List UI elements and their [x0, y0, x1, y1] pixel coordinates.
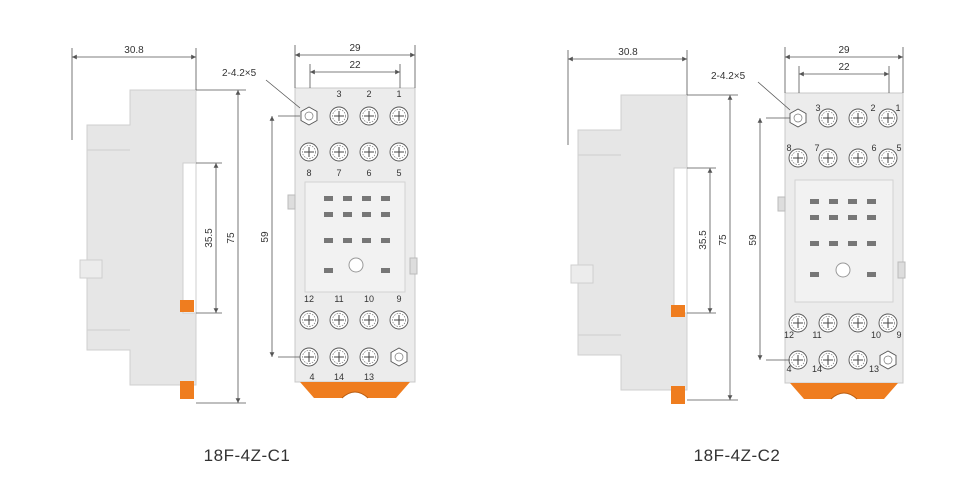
pin-label: 14	[334, 372, 344, 382]
dim-width-outer: 29	[349, 43, 361, 54]
pin-label: 13	[869, 364, 879, 374]
pin-label: 5	[896, 143, 901, 153]
pin-label: 9	[396, 294, 401, 304]
side-view	[79, 89, 197, 399]
pin-label: 13	[364, 372, 374, 382]
pin-label: 6	[871, 143, 876, 153]
model-caption: 18F-4Z-C1	[204, 446, 291, 465]
pin-label: 7	[336, 168, 341, 178]
pin-label: 1	[396, 89, 401, 99]
pin-label: 14	[812, 364, 822, 374]
pin-label: 3	[336, 89, 341, 99]
pin-label: 10	[871, 330, 881, 340]
pin-label: 2	[366, 89, 371, 99]
pin-label: 7	[814, 143, 819, 153]
pin-label: 3	[815, 103, 820, 113]
pin-label: 5	[396, 168, 401, 178]
dim-pitch: 59	[748, 234, 759, 246]
dim-width-inner: 22	[838, 62, 850, 73]
dim-height: 75	[718, 234, 729, 246]
pin-label: 11	[334, 294, 343, 304]
front-view	[777, 92, 906, 400]
diagram-c1: 30.8 35.5 75	[71, 43, 418, 465]
dim-depth: 30.8	[124, 45, 144, 56]
dim-hole: 2-4.2×5	[222, 68, 257, 79]
dim-hole: 2-4.2×5	[711, 71, 746, 82]
pin-label: 1	[895, 103, 900, 113]
pin-label: 11	[812, 330, 821, 340]
pin-label: 8	[306, 168, 311, 178]
pin-label: 10	[364, 294, 374, 304]
pin-label: 6	[366, 168, 371, 178]
pin-label: 4	[309, 372, 314, 382]
dim-height: 75	[226, 232, 237, 244]
pin-label: 9	[896, 330, 901, 340]
side-view	[570, 94, 688, 404]
dim-width-outer: 29	[838, 45, 850, 56]
model-caption: 18F-4Z-C2	[694, 446, 781, 465]
contact-grid	[324, 196, 390, 273]
contact-grid	[810, 199, 876, 277]
front-view	[287, 87, 418, 399]
dim-width-inner: 22	[349, 60, 361, 71]
pin-label: 12	[304, 294, 314, 304]
dim-pitch: 59	[260, 231, 271, 243]
pin-label: 2	[870, 103, 875, 113]
dim-rail: 35.5	[204, 228, 215, 248]
pin-label: 4	[786, 364, 791, 374]
dim-rail: 35.5	[698, 230, 709, 250]
pin-label: 12	[784, 330, 794, 340]
pin-label: 8	[786, 143, 791, 153]
diagram-c2: 30.8 35.5 75	[567, 45, 906, 465]
dim-depth: 30.8	[618, 47, 638, 58]
